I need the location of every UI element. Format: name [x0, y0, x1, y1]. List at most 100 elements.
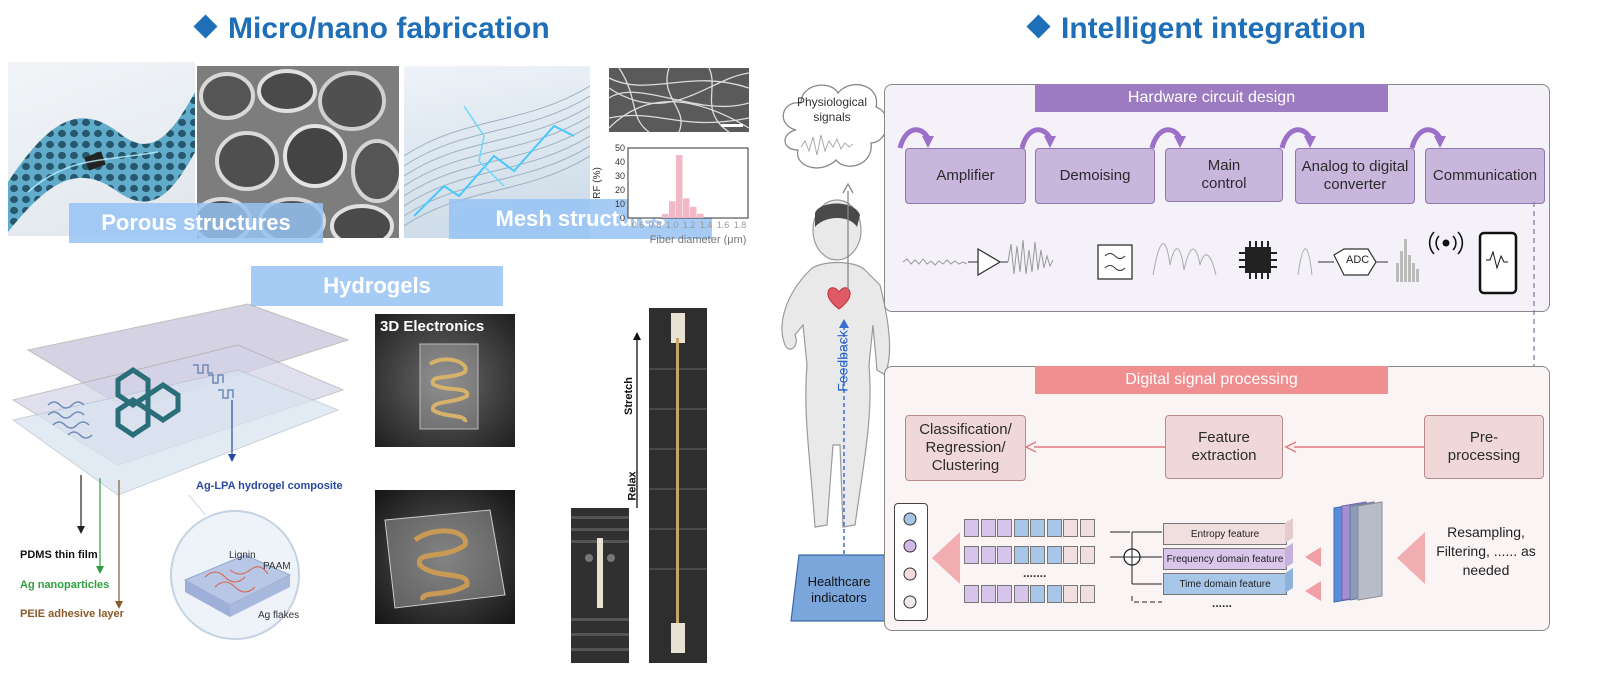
- hardware-signal-strip: [902, 231, 1518, 295]
- feedback-arrow: [839, 319, 849, 554]
- feature-cell: [964, 519, 979, 537]
- hardware-title: Hardware circuit design: [1035, 84, 1388, 112]
- histogram-bar: [683, 198, 690, 218]
- electronics-photo-bottom: [375, 490, 515, 624]
- stretch-arrow: [633, 332, 641, 508]
- rows-ellipsis: .......: [1023, 566, 1047, 580]
- feature-box-depth: [1285, 518, 1293, 593]
- healthcare-label: Healthcare indicators: [807, 574, 871, 605]
- hydrogels-label: Hydrogels: [251, 266, 503, 306]
- feature-cell: [1046, 519, 1062, 537]
- relax-photo: [571, 508, 629, 663]
- stretch-photo: [649, 308, 707, 663]
- physiological-cloud: [782, 83, 888, 169]
- histogram-ytick: 10: [615, 199, 625, 209]
- histogram-ylabel: RF (%): [592, 167, 603, 199]
- demoising-box: Demoising: [1035, 148, 1155, 204]
- histogram-xtick: 1.2: [683, 220, 696, 230]
- porous-render-svg: [8, 92, 195, 232]
- porous-structures-label: Porous structures: [69, 203, 323, 243]
- histogram-bar: [662, 213, 669, 218]
- feedback-label: Feedback: [834, 330, 851, 392]
- hydrogel-bubble: [170, 495, 300, 640]
- feature-cell: [980, 585, 996, 603]
- feature-cell: [1013, 546, 1029, 564]
- paam-label: PAAM: [263, 561, 291, 572]
- adc-box: Analog to digital converter: [1295, 148, 1415, 204]
- small-left-arrows: [1305, 547, 1321, 601]
- big-left-arrow: [932, 532, 960, 584]
- histogram-xlabel: Fiber diameter (μm): [650, 234, 747, 245]
- feature-cell: [1063, 519, 1078, 537]
- frequency-feature-box: Frequency domain feature: [1163, 548, 1287, 570]
- dsp-flow-arrows: [1024, 441, 1424, 453]
- stretch-label: Stretch: [622, 377, 635, 415]
- time-feature-box: Time domain feature: [1163, 573, 1287, 595]
- histogram-ytick: 0: [620, 213, 625, 223]
- resampling-label: Resampling, Filtering, ...... as needed: [1436, 524, 1536, 578]
- feature-cell: [980, 519, 996, 537]
- ag-nanoparticles-label: Ag nanoparticles: [20, 579, 110, 591]
- big-left-arrow-2: [1397, 532, 1425, 584]
- diamond-icon: [1026, 14, 1051, 39]
- feature-cell: [1046, 546, 1062, 564]
- feature-cell: [997, 519, 1012, 537]
- stretch-svg: [649, 308, 707, 663]
- feature-cell: [1013, 519, 1029, 537]
- feature-cell: [1046, 585, 1062, 603]
- communication-box: Communication: [1425, 148, 1545, 204]
- pdms-film-label: PDMS thin film: [20, 549, 98, 561]
- peie-layer-label: PEIE adhesive layer: [20, 608, 124, 620]
- dsp-title: Digital signal processing: [1035, 366, 1388, 394]
- mesh-sem-image: [609, 68, 749, 132]
- main-control-box: Main control: [1165, 148, 1283, 202]
- feature-cell: [964, 585, 979, 603]
- features-ellipsis: ......: [1212, 596, 1233, 610]
- feature-cell: [997, 546, 1012, 564]
- histogram-ytick: 20: [615, 185, 625, 195]
- electronics-bottom-svg: [384, 509, 506, 609]
- feature-cell: [1079, 546, 1095, 564]
- histogram-xtick: 1.8: [734, 220, 747, 230]
- histogram-ytick: 50: [615, 143, 625, 153]
- human-figure: [781, 199, 891, 528]
- relax-label: Relax: [626, 471, 639, 501]
- histogram-xtick: 0.8: [649, 220, 662, 230]
- feature-cell: [980, 546, 996, 564]
- feature-cell: [1079, 585, 1095, 603]
- histogram-ytick: 30: [615, 171, 625, 181]
- histogram-bar: [697, 213, 704, 218]
- hardware-curved-arrows: [897, 127, 1446, 149]
- feature-cell: [1063, 546, 1078, 564]
- feature-cell: [1079, 519, 1095, 537]
- fusion-connector: [1110, 531, 1162, 603]
- feature-cell: [1030, 546, 1045, 564]
- diamond-icon: [193, 14, 218, 39]
- electronics-top-svg: [419, 343, 479, 430]
- histogram-bar: [669, 201, 676, 218]
- physiological-signals-label: Physiological signals: [796, 95, 868, 124]
- feature-cell: [1013, 585, 1029, 603]
- relax-svg: [571, 508, 629, 663]
- ag-flakes-label: Ag flakes: [258, 610, 300, 621]
- entropy-feature-box: Entropy feature: [1163, 523, 1287, 545]
- preprocessing-box: Pre- processing: [1424, 415, 1544, 479]
- feature-cell: [997, 585, 1012, 603]
- amplifier-box: Amplifier: [905, 148, 1026, 204]
- signal-up-arrow: [842, 183, 854, 291]
- electronics-photo-top: [375, 314, 515, 447]
- feature-extraction-box: Feature extraction: [1165, 415, 1283, 479]
- output-nodes: [903, 512, 917, 609]
- histogram-bar: [676, 155, 683, 218]
- feature-cell: [1030, 585, 1045, 603]
- histogram-xtick: 1.0: [666, 220, 679, 230]
- mesh-sem-svg: [609, 68, 749, 132]
- histogram-xtick: 0.6: [632, 220, 645, 230]
- electronics-label: 3D Electronics: [380, 318, 485, 335]
- histogram-bar: [690, 206, 697, 218]
- adc-icon-label: ADC: [1346, 254, 1370, 266]
- right-section-title: Intelligent integration: [1026, 12, 1366, 46]
- histogram-xtick: 1.6: [717, 220, 730, 230]
- layered-device-illustration: [11, 303, 350, 609]
